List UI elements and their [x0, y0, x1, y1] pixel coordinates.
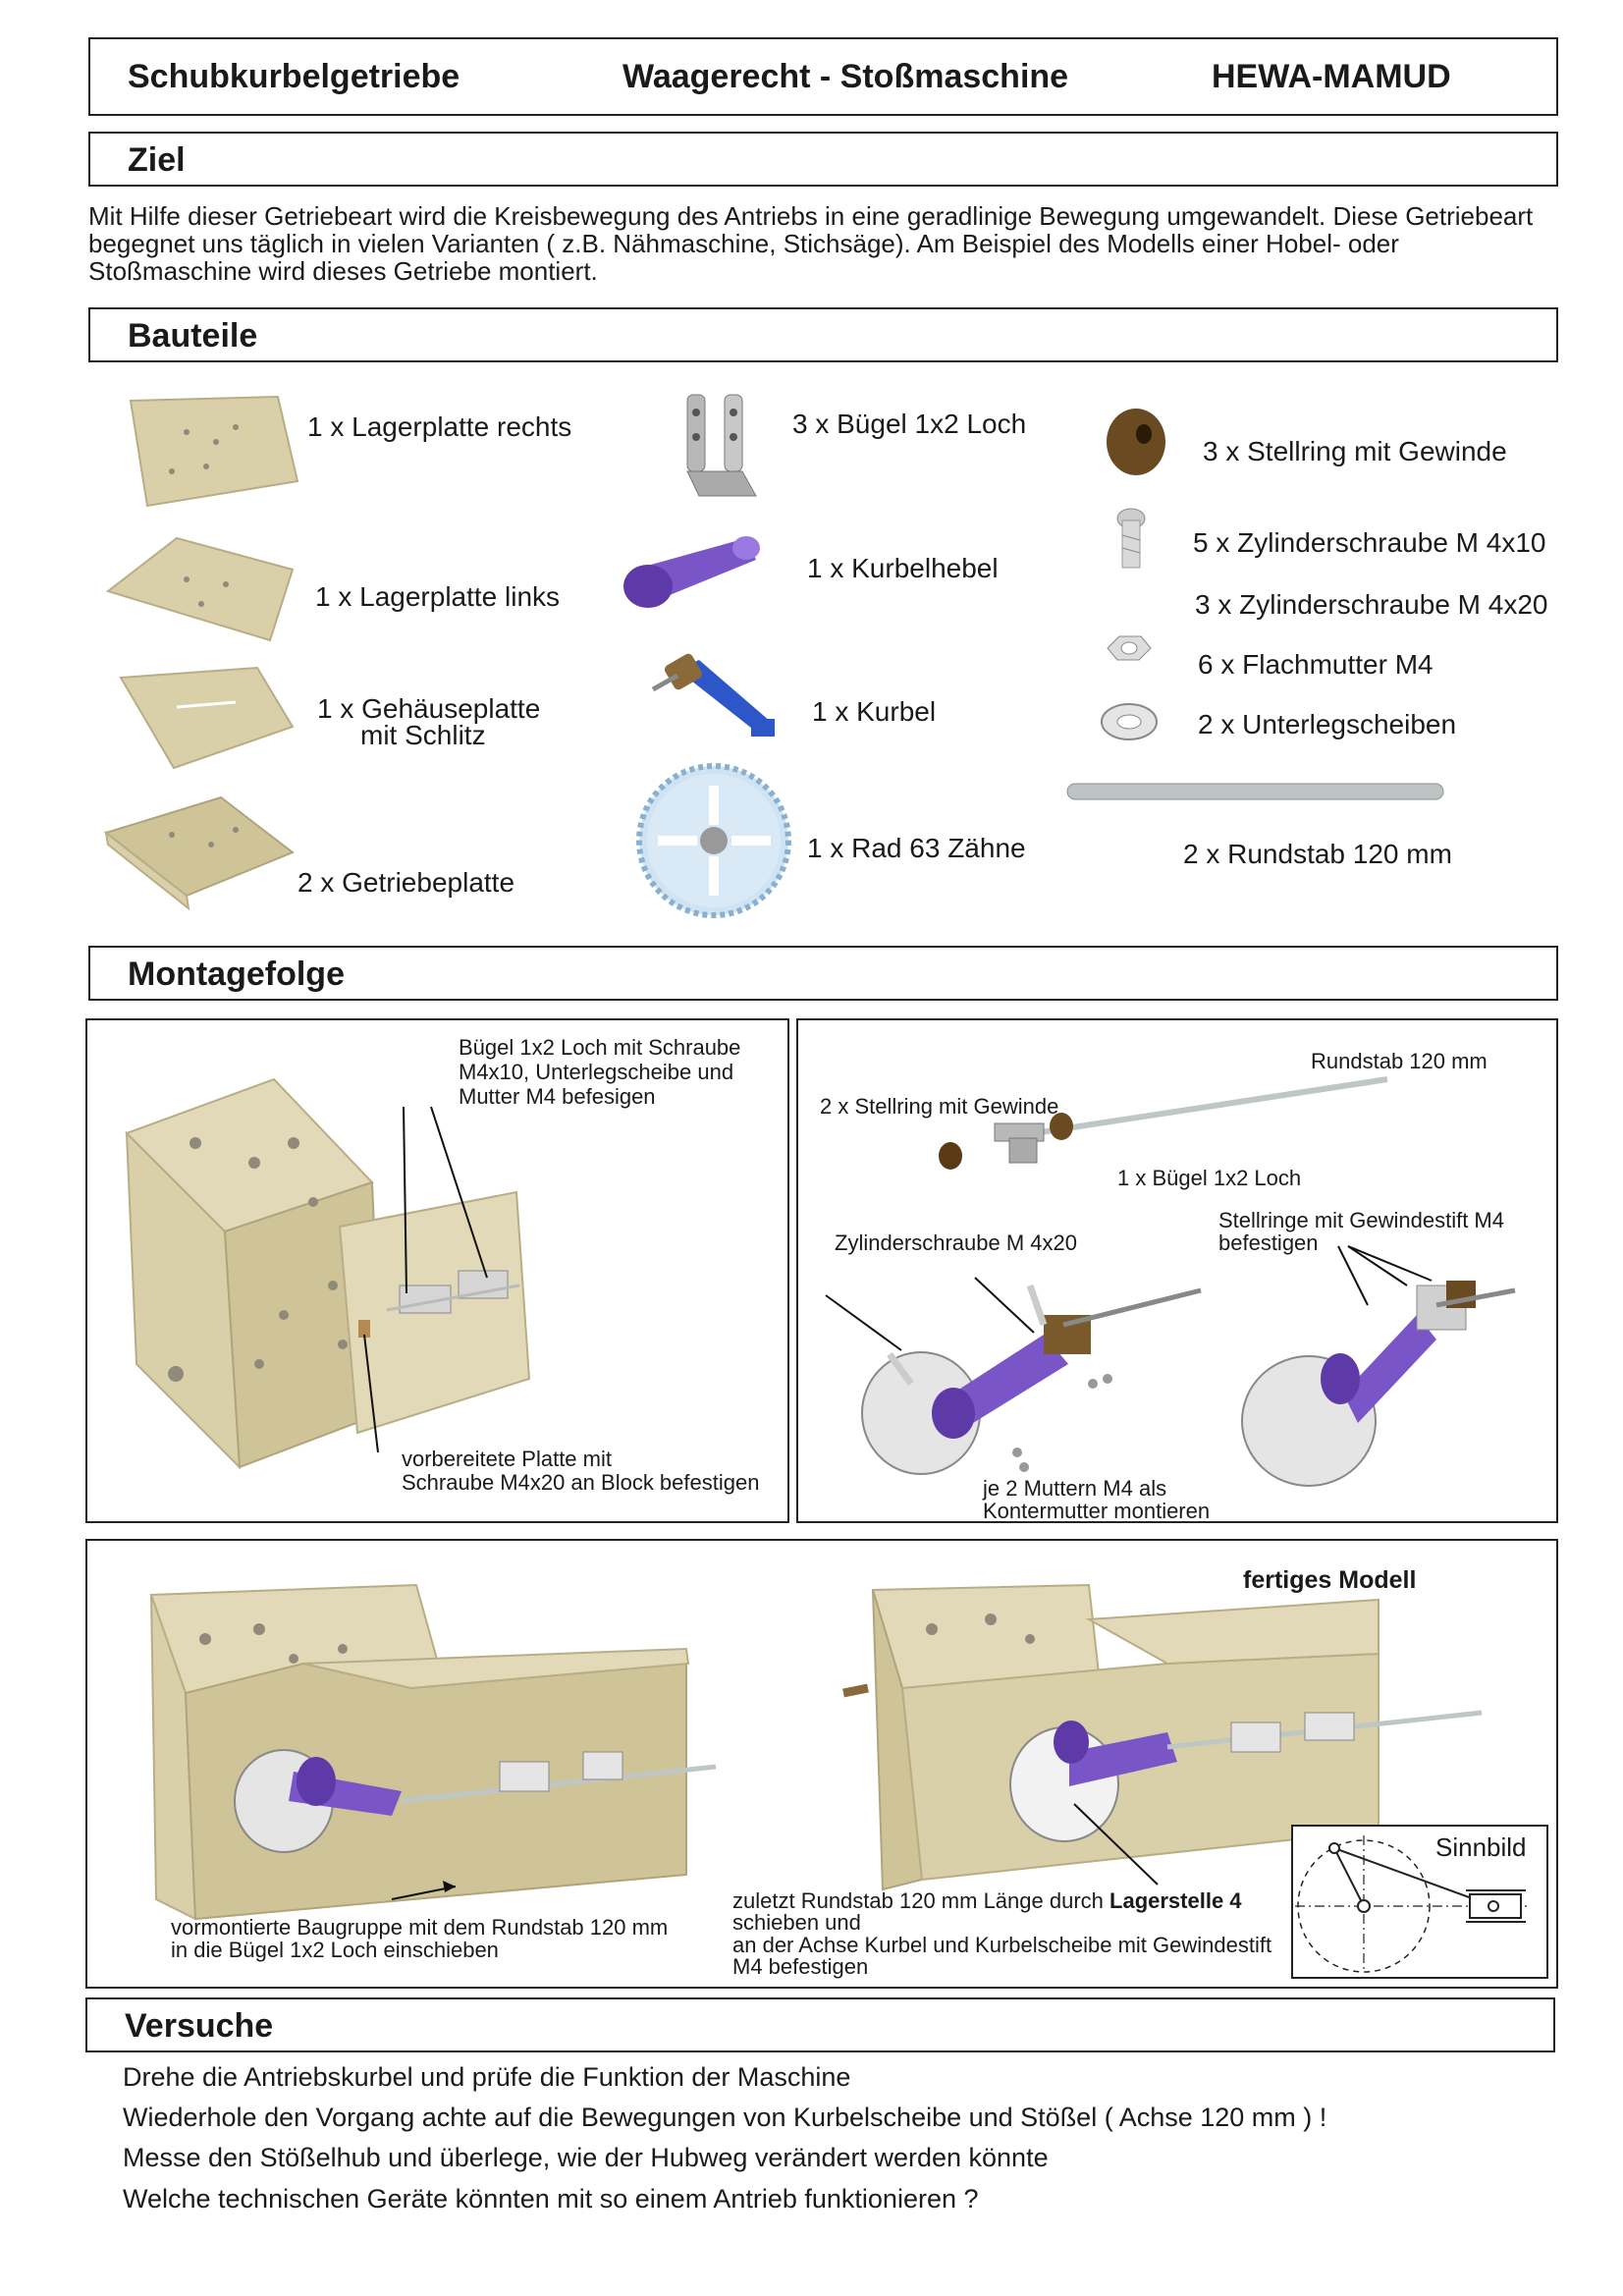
lagerplatte-rechts-image: [129, 395, 299, 508]
zylinderschraube-image: [1116, 508, 1146, 569]
gehaeuseplatte-image: [119, 666, 295, 770]
zahnrad-image: [636, 763, 791, 918]
getriebeplatte-image: [103, 795, 295, 911]
sinnbild-label: Sinnbild: [1435, 1832, 1527, 1862]
step3-label-zuletzt-4: M4 befestigen: [732, 1954, 869, 1979]
step1-label-top-3: Mutter M4 befesigen: [459, 1084, 656, 1109]
step2-label-stellring: 2 x Stellring mit Gewinde: [820, 1094, 1059, 1119]
bauteile-heading: Bauteile: [128, 317, 258, 355]
step1-brackets: [358, 1270, 520, 1338]
step1-illustration: [125, 1077, 531, 1470]
section-montagefolge: Montagefolge: [88, 946, 1558, 1001]
step2-label-muttern-2: Kontermutter montieren: [983, 1499, 1211, 1523]
part-kurbel: 1 x Kurbel: [812, 696, 937, 727]
part-zylinderschraube-m4x20: 3 x Zylinderschraube M 4x20: [1195, 589, 1548, 620]
step3-mechanism-left: [234, 1749, 717, 1853]
part-kurbelhebel: 1 x Kurbelhebel: [807, 553, 999, 583]
title-bar: Schubkurbelgetriebe Waagerecht - Stoßmas…: [88, 37, 1558, 116]
step3-block-right: [842, 1583, 1380, 1891]
step3-label-zuletzt-1: zuletzt Rundstab 120 mm Länge durch Lage…: [732, 1889, 1242, 1913]
step3-label-vormont-1: vormontierte Baugruppe mit dem Rundstab …: [171, 1915, 669, 1940]
step2-label-zylinder: Zylinderschraube M 4x20: [835, 1230, 1078, 1255]
part-gehaeuseplatte-schlitz: mit Schlitz: [360, 720, 486, 750]
part-flachmutter: 6 x Flachmutter M4: [1198, 649, 1434, 680]
step2-label-buegel: 1 x Bügel 1x2 Loch: [1117, 1166, 1302, 1190]
part-zylinderschraube-m4x10: 5 x Zylinderschraube M 4x10: [1193, 527, 1546, 558]
unterlegscheibe-image: [1101, 703, 1158, 740]
part-getriebeplatte: 2 x Getriebeplatte: [298, 867, 515, 898]
part-buegel: 3 x Bügel 1x2 Loch: [792, 409, 1027, 439]
versuch-3: Messe den Stößelhub und überlege, wie de…: [123, 2143, 1049, 2172]
step3-illustration: [149, 1583, 1548, 1979]
step3-zuletzt-1b: Lagerstelle 4: [1109, 1888, 1242, 1913]
step2-label-muttern-1: je 2 Muttern M4 als: [983, 1476, 1167, 1501]
step1-label-bottom-2: Schraube M4x20 an Block befestigen: [402, 1470, 760, 1495]
title-center: Waagerecht - Stoßmaschine: [622, 58, 1069, 95]
step3-label-vormont-2: in die Bügel 1x2 Loch einschieben: [171, 1938, 499, 1962]
step1-label-top-2: M4x10, Unterlegscheibe und: [459, 1060, 734, 1084]
step1-label-top-1: Bügel 1x2 Loch mit Schraube: [459, 1035, 741, 1060]
part-lagerplatte-links: 1 x Lagerplatte links: [315, 581, 561, 612]
step2-illustration: [825, 1076, 1516, 1487]
montage-step-2: Rundstab 120 mm 2 x Stellring mit Gewind…: [796, 1018, 1558, 1523]
step2-crank-b: [1241, 1281, 1516, 1487]
part-zahnrad: 1 x Rad 63 Zähne: [807, 833, 1026, 863]
flachmutter-image: [1107, 635, 1152, 661]
montage-step-3: fertiges Modell vormontierte Baugruppe m…: [85, 1539, 1558, 1989]
step3-label-zuletzt-2: schieben und: [732, 1910, 861, 1935]
rundstab-image: [1066, 783, 1444, 800]
step2-label-stellringe-2: befestigen: [1218, 1230, 1319, 1255]
step3-label-zuletzt-3: an der Achse Kurbel und Kurbelscheibe mi…: [732, 1933, 1272, 1957]
versuch-2: Wiederhole den Vorgang achte auf die Bew…: [123, 2103, 1327, 2132]
kurbel-image: [651, 653, 775, 737]
part-lagerplatte-rechts: 1 x Lagerplatte rechts: [307, 411, 572, 442]
montage-step-1: Bügel 1x2 Loch mit Schraube M4x10, Unter…: [85, 1018, 789, 1523]
part-stellring: 3 x Stellring mit Gewinde: [1203, 436, 1507, 466]
kurbelhebel-image: [623, 536, 760, 608]
section-ziel: Ziel: [88, 132, 1558, 187]
step2-label-stellringe-1: Stellringe mit Gewindestift M4: [1218, 1208, 1504, 1232]
ziel-text: Mit Hilfe dieser Getriebeart wird die Kr…: [88, 201, 1534, 286]
step3-zuletzt-1a: zuletzt Rundstab 120 mm Länge durch: [732, 1888, 1110, 1913]
part-unterlegscheiben: 2 x Unterlegscheiben: [1198, 709, 1457, 739]
versuch-4: Welche technischen Geräte könnten mit so…: [123, 2184, 979, 2214]
parts-illustrations: [103, 394, 1444, 918]
title-right: HEWA-MAMUD: [1212, 58, 1451, 95]
title-left: Schubkurbelgetriebe: [128, 58, 460, 95]
montagefolge-heading: Montagefolge: [128, 956, 345, 993]
step1-label-bottom-1: vorbereitete Platte mit: [402, 1447, 612, 1471]
part-gehaeuseplatte: 1 x Gehäuseplatte: [317, 693, 541, 724]
part-rundstab: 2 x Rundstab 120 mm: [1183, 839, 1452, 869]
ziel-heading: Ziel: [128, 141, 186, 179]
step2-crank-a: [861, 1284, 1202, 1475]
sinnbild-diagram: [1291, 1825, 1548, 1979]
step3-mechanism-right: [1009, 1710, 1483, 1842]
section-versuche: Versuche: [85, 1997, 1555, 2052]
versuch-1: Drehe die Antriebskurbel und prüfe die F…: [123, 2062, 851, 2092]
step3-label-fertig: fertiges Modell: [1243, 1566, 1417, 1594]
step2-label-rundstab: Rundstab 120 mm: [1311, 1049, 1488, 1073]
stellring-image: [1107, 409, 1165, 475]
step2-rod-assembly: [939, 1076, 1388, 1170]
versuche-heading: Versuche: [125, 2007, 274, 2045]
buegel-image: [686, 394, 757, 497]
section-bauteile: Bauteile: [88, 307, 1558, 362]
lagerplatte-links-image: [105, 536, 295, 642]
step3-block-left: [149, 1583, 690, 1921]
